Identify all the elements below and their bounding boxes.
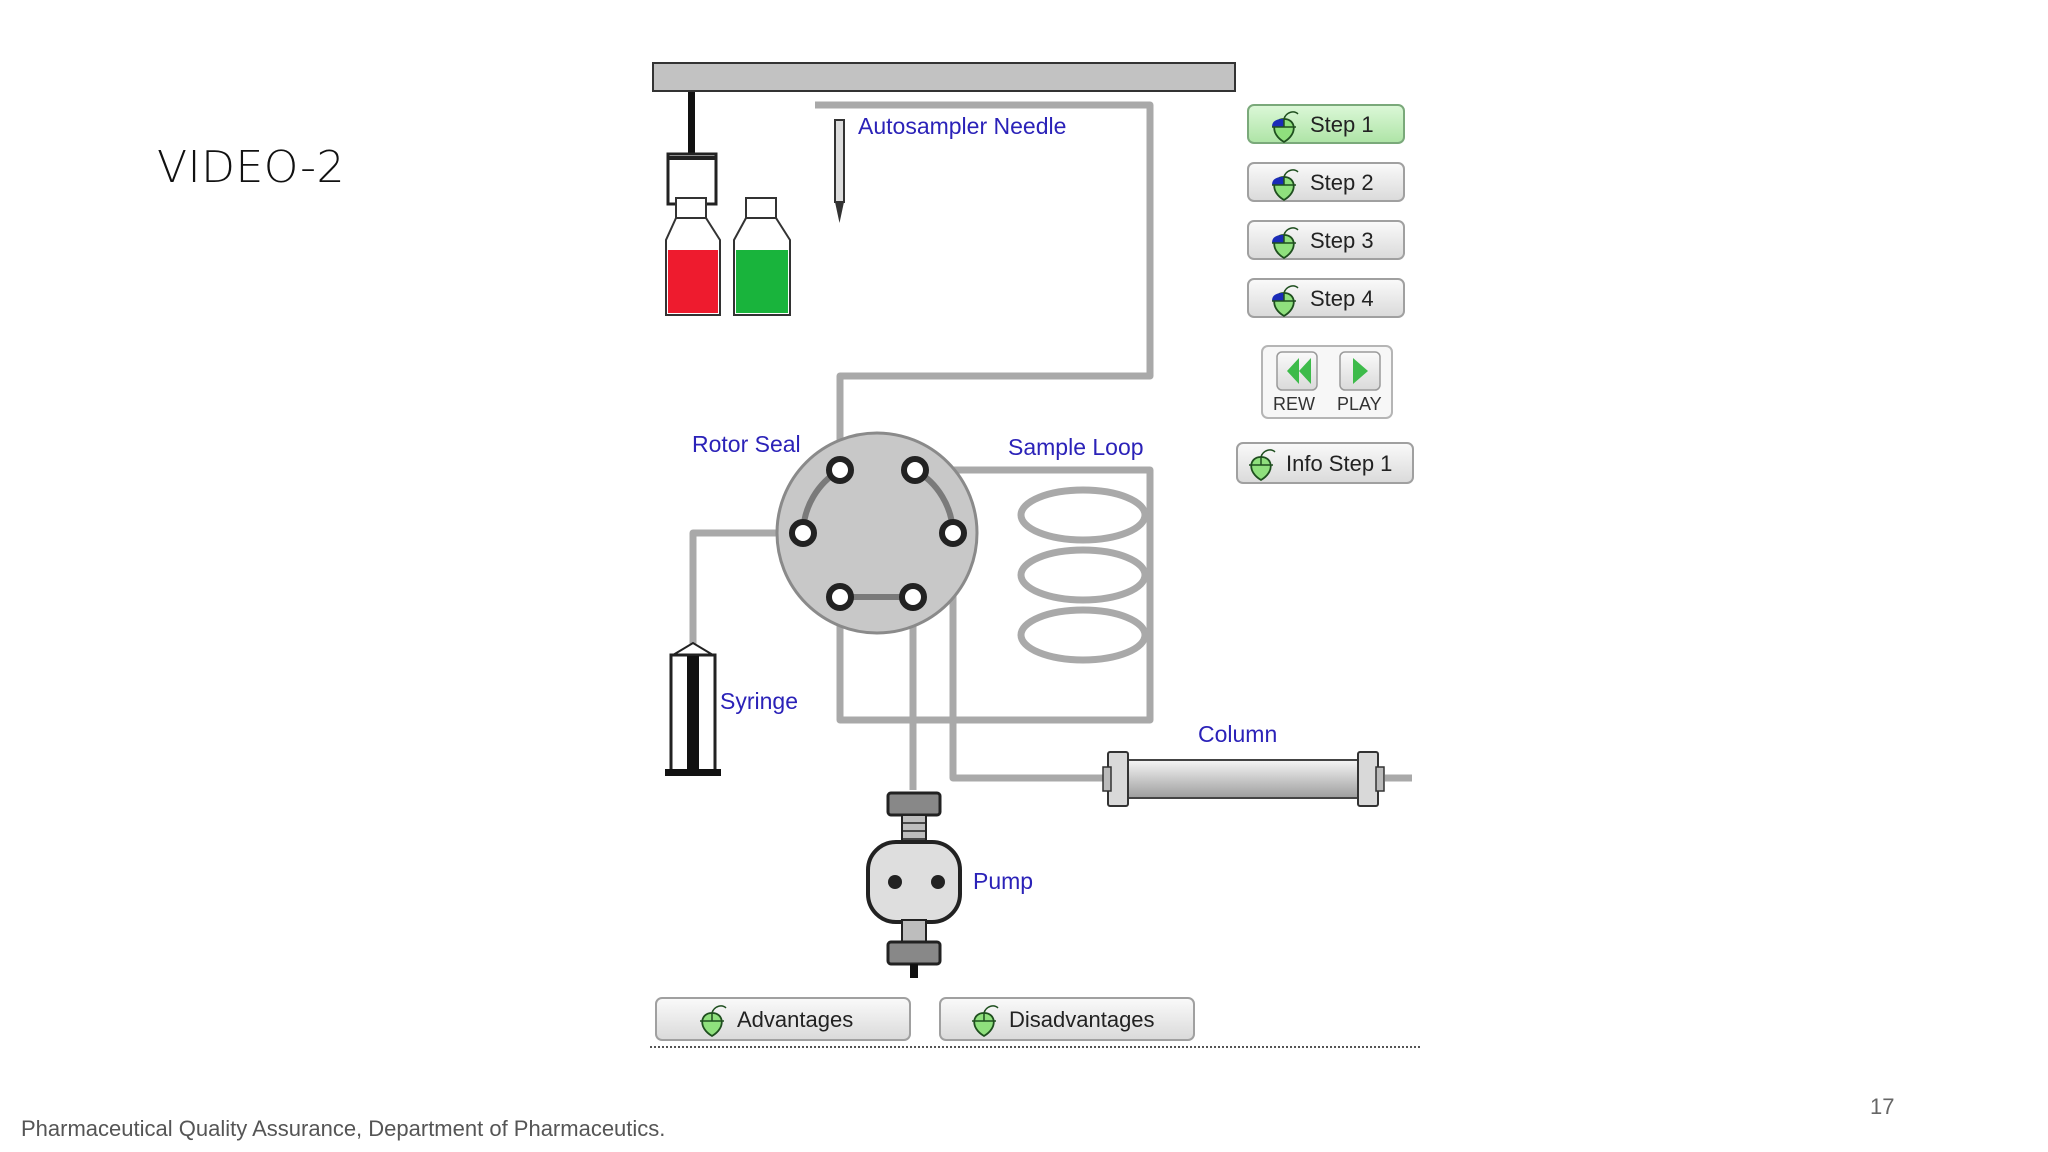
rew-label: REW [1273,394,1315,414]
green-vial [733,197,791,316]
label-autosampler-needle: Autosampler Needle [858,113,1066,139]
step-1-button[interactable]: Step 1 [1247,104,1405,144]
play-icon [1353,358,1368,384]
rewind-icon [1287,358,1311,384]
disadvantages-button[interactable]: Disadvantages [939,997,1195,1041]
sample-loop-coil [1017,486,1149,664]
syringe [665,641,721,776]
autosampler-needle [834,119,845,223]
play-label: PLAY [1337,394,1382,414]
plunger-holder [666,152,718,206]
step-1-label: Step 1 [1310,112,1374,137]
info-step-button[interactable]: Info Step 1 [1236,442,1414,484]
rotor-ports [789,456,967,611]
label-column: Column [1198,721,1277,747]
play-button[interactable]: PLAY [1337,351,1382,414]
label-sample-loop: Sample Loop [1008,434,1144,460]
label-rotor-seal: Rotor Seal [692,431,801,457]
column [1102,751,1385,807]
step-2-button[interactable]: Step 2 [1247,162,1405,202]
advantages-label: Advantages [737,1007,853,1032]
step-4-label: Step 4 [1310,286,1374,311]
info-step-label: Info Step 1 [1286,451,1392,476]
step-3-label: Step 3 [1310,228,1374,253]
footer-text: Pharmaceutical Quality Assurance, Depart… [21,1116,666,1141]
tubing [689,101,1412,790]
rew-button[interactable]: REW [1273,351,1318,414]
step-3-button[interactable]: Step 3 [1247,220,1405,260]
disadvantages-label: Disadvantages [1009,1007,1155,1032]
step-2-label: Step 2 [1310,170,1374,195]
autosampler-rail [652,62,1236,92]
step-4-button[interactable]: Step 4 [1247,278,1405,318]
plunger-rod [688,92,695,154]
label-pump: Pump [973,868,1033,894]
label-syringe: Syringe [720,688,798,714]
red-vial [665,197,721,316]
advantages-button[interactable]: Advantages [655,997,911,1041]
page-number: 17 [1870,1094,1895,1119]
pump [866,791,962,978]
slide-title: VIDEO-2 [157,142,345,193]
